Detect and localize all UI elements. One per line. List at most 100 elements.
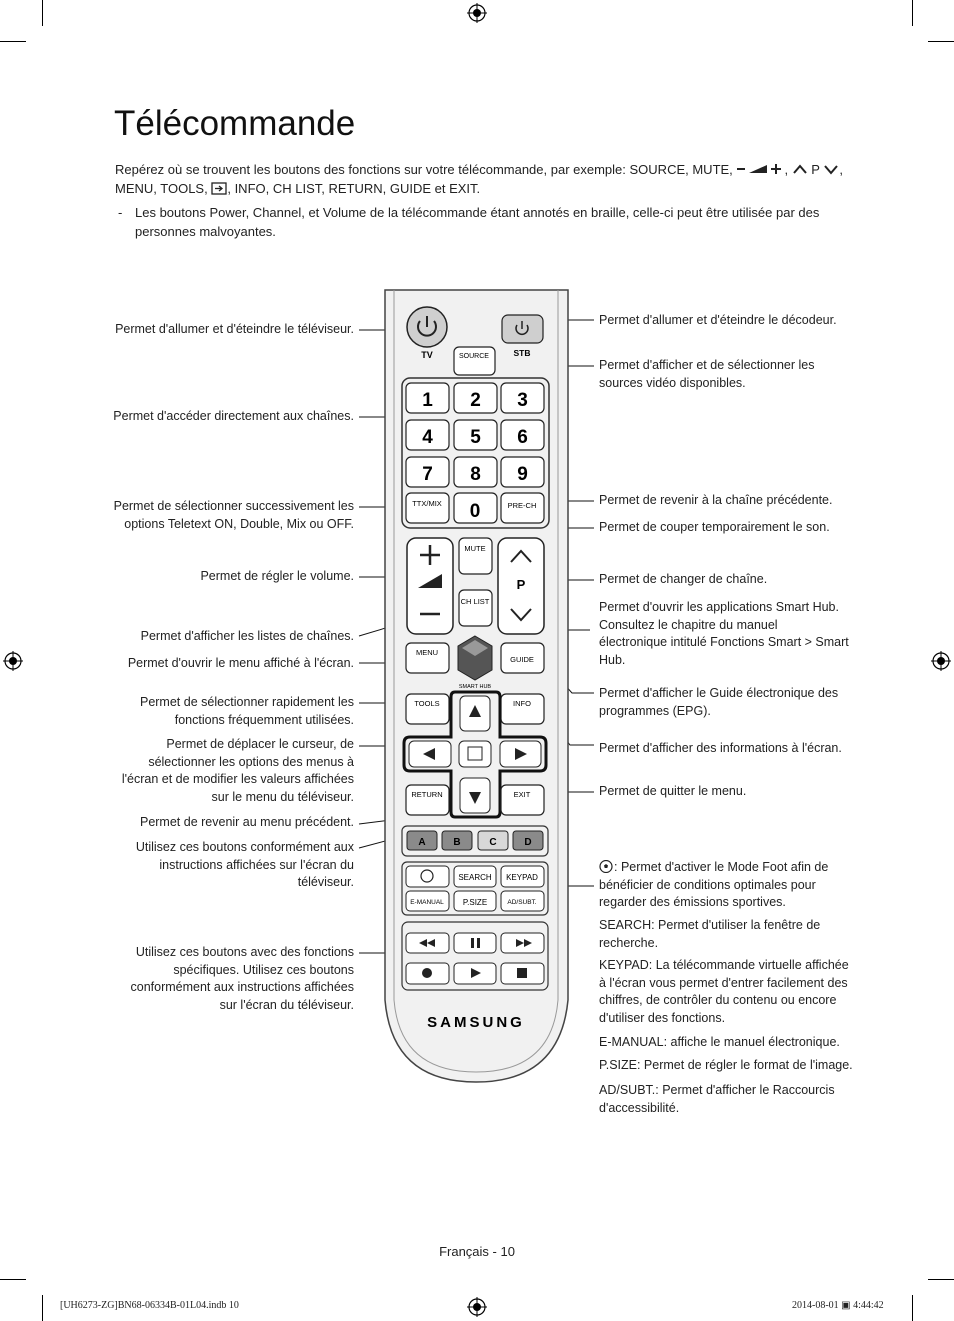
desc-emanual: E-MANUAL: affiche le manuel électronique… <box>599 1035 840 1049</box>
digit-label: 7 <box>422 464 433 485</box>
return-label: RETURN <box>411 790 442 799</box>
page-title: Télécommande <box>114 104 356 143</box>
label-guide: Permet d'afficher le Guide électronique … <box>599 686 839 718</box>
digit-label: 9 <box>517 464 528 485</box>
arrow-up-icon <box>469 705 481 717</box>
registration-mark-icon <box>931 651 951 671</box>
ttx-label: TTX/MIX <box>412 499 442 508</box>
tools-button <box>405 693 450 725</box>
menu-button <box>405 642 450 674</box>
pause-button <box>453 932 497 954</box>
label-mute: Permet de couper temporairement le son. <box>599 520 830 534</box>
color-c-label: C <box>489 837 496 848</box>
info-label: INFO <box>513 699 531 708</box>
source-symbol-icon <box>211 182 227 195</box>
digit-button <box>405 382 450 414</box>
crop-mark <box>912 0 913 26</box>
desc-psize: P.SIZE: Permet de régler le format de l'… <box>599 1058 853 1072</box>
desc-adsubt: AD/SUBT.: Permet d'afficher le Raccourci… <box>599 1083 835 1115</box>
search-button <box>453 865 497 888</box>
navigation-pad <box>402 690 548 819</box>
crop-mark <box>42 1295 43 1321</box>
desc-foot-text: : Permet d'activer le Mode Foot afin de … <box>599 860 829 909</box>
registration-mark-icon <box>467 3 487 23</box>
intro-buttons-1: SOURCE, MUTE, <box>629 162 733 177</box>
label-number-buttons: Permet d'accéder directement aux chaînes… <box>113 409 354 423</box>
digit-label: 1 <box>422 390 433 411</box>
chevron-down-icon <box>824 165 839 175</box>
color-button-a <box>406 830 438 851</box>
color-button-d <box>512 830 544 851</box>
stb-label: STB <box>514 348 531 358</box>
label-volume: Permet de régler le volume. <box>200 569 354 583</box>
e-manual-button <box>405 890 450 912</box>
source-label: SOURCE <box>459 353 489 360</box>
label-power-tv: Permet d'allumer et d'éteindre le télévi… <box>115 322 354 336</box>
ad-subt-button <box>500 890 545 912</box>
digit-label: 6 <box>517 427 528 448</box>
crop-mark <box>928 41 954 42</box>
soccer-ball-icon <box>599 859 613 874</box>
digit-label: 5 <box>470 427 481 448</box>
arrow-left-icon <box>423 748 435 760</box>
desc-foot-mode: : Permet d'activer le Mode Foot afin de … <box>599 859 859 912</box>
digit-button <box>500 382 545 414</box>
bullet-dash: - <box>118 205 123 220</box>
exit-label: EXIT <box>514 790 531 799</box>
label-channel: Permet de changer de chaîne. <box>599 572 768 586</box>
color-button-b <box>441 830 473 851</box>
prech-label: PRE-CH <box>508 501 537 510</box>
zero-label: 0 <box>470 501 481 522</box>
digit-label: 8 <box>470 464 481 485</box>
chevron-up-icon <box>792 164 807 174</box>
foot-mode-button <box>405 865 450 888</box>
crop-mark <box>912 1295 913 1321</box>
label-media-buttons: Utilisez ces boutons avec des fonctions … <box>130 945 355 1012</box>
tools-label: TOOLS <box>414 699 439 708</box>
label-info: Permet d'afficher des informations à l'é… <box>599 741 842 755</box>
color-button-c <box>477 830 509 851</box>
crop-mark <box>0 1279 26 1280</box>
imprint-right: 2014-08-01 ▣ 4:44:42 <box>792 1300 884 1311</box>
color-d-label: D <box>524 837 531 848</box>
p-label: P <box>517 577 526 592</box>
emanual-label: E-MANUAL <box>410 899 444 906</box>
label-pre-ch: Permet de revenir à la chaîne précédente… <box>599 493 833 507</box>
search-label: SEARCH <box>458 873 492 882</box>
registration-mark-icon <box>467 1297 487 1317</box>
menu-label: MENU <box>416 648 438 657</box>
adsubt-label: AD/SUBT. <box>507 899 536 906</box>
digit-label: 3 <box>517 390 528 411</box>
zero-button <box>453 492 498 524</box>
tv-label: TV <box>421 350 433 360</box>
label-navigation: Permet de déplacer le curseur, de sélect… <box>121 737 354 804</box>
digit-button <box>500 419 545 451</box>
digit-button <box>453 382 498 414</box>
guide-button <box>500 642 545 674</box>
return-button <box>405 784 450 816</box>
psize-label: P.SIZE <box>463 898 487 907</box>
p-size-button <box>453 890 497 912</box>
crop-mark <box>0 41 26 42</box>
bullet-text: Les boutons Power, Channel, et Volume de… <box>135 205 820 239</box>
channel-rocker <box>497 537 545 635</box>
imprint-left: [UH6273-ZG]BN68-06334B-01L04.indb 10 <box>60 1300 239 1311</box>
enter-button <box>458 740 492 768</box>
guide-label: GUIDE <box>510 655 534 664</box>
intro-prefix: Repérez où se trouvent les boutons des f… <box>115 162 630 177</box>
keypad-label: KEYPAD <box>506 873 538 882</box>
exit-button <box>500 784 545 816</box>
label-ch-list: Permet d'afficher les listes de chaînes. <box>140 629 354 643</box>
label-menu: Permet d'ouvrir le menu affiché à l'écra… <box>127 656 354 670</box>
arrow-down-icon <box>469 792 481 804</box>
smarthub-label: SMART HUB <box>459 684 492 690</box>
color-a-label: A <box>418 837 425 848</box>
desc-search: SEARCH: Permet d'utiliser la fenêtre de … <box>599 918 821 950</box>
label-power-stb: Permet d'allumer et d'éteindre le décode… <box>599 313 837 327</box>
label-return: Permet de revenir au menu précédent. <box>139 815 354 829</box>
digit-button <box>453 456 498 488</box>
label-source: Permet d'afficher et de sélectionner les… <box>599 358 815 390</box>
arrow-right-icon <box>515 748 527 760</box>
intro-buttons-2: MENU, TOOLS, <box>115 181 208 196</box>
